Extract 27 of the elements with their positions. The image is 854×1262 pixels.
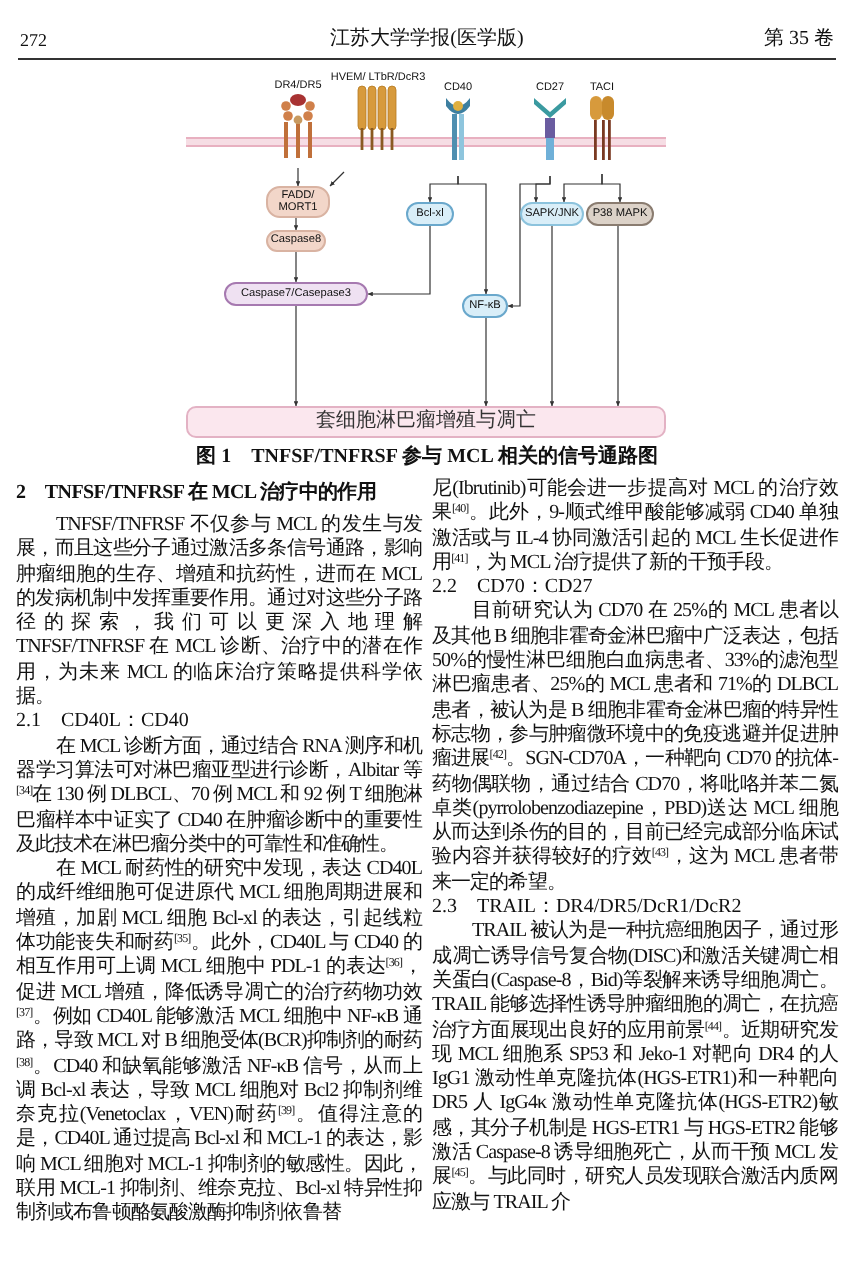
journal-title: 江苏大学学报(医学版) bbox=[330, 28, 524, 52]
arrow bbox=[483, 317, 489, 407]
body-paragraph: 在 MCL 诊断方面，通过结合 RNA 测序和机器学习算法可对淋巴瘤亚型进行诊断，Albitar 等$^{[34]}$在 130 例 DLBCL、70 例 MCL 和 92 例 T 细胞淋巴瘤样本中证实了 CD40 在肿瘤诊断中的重要性及此技术在淋巴瘤分类中的可靠性和准确性。 bbox=[16, 735, 422, 857]
arrow bbox=[457, 175, 489, 295]
body-paragraph: 目前研究认为 CD70 在 25%的 MCL 患者以及其他 B 细胞非霍奇金淋巴瘤中广泛表达，包括 50%的慢性淋巴细胞白血病患者、33%的滤泡型淋巴瘤患者、25%的 MCL 患者和 71%的 DLBCL 患者，被认为是 B 细胞非霍奇金淋巴瘤的特异性标志物，参与肿瘤微环境中的免疫逃避并促进肿瘤进展$^{[42]}$。SGN-CD70A，一种靶向 CD70 的抗体-药物偶联物，通过结合 CD70，将吡咯并苯二氮卓类(pyrrolobenzodiazepine，PBD)送达 MCL 细胞从而达到杀伤的目的，目前已经完成部分临床试验内容并获得较好的疗效$^{[43]}$，这为 MCL 患者带来一定的希望。 bbox=[432, 600, 838, 897]
section-heading: 2 TNFSF/TNFRSF 在 MCL 治疗中的作用 bbox=[16, 482, 379, 506]
arrow bbox=[615, 225, 621, 407]
figure-caption: 图 1 TNFSF/TNFRSF 参与 MCL 相关的信号通路图 bbox=[196, 446, 658, 468]
arrow bbox=[293, 251, 299, 283]
arrow bbox=[293, 217, 299, 231]
body-paragraph: 在 MCL 耐药性的研究中发现，表达 CD40L 的成纤维细胞可促进原代 MCL 细胞周期进展和增殖，加剧 MCL 细胞 Bcl-xl 的表达，引起线粒体功能丧失和耐药$^{[35]}$。此外，CD40L 与 CD40 的相互作用可上调 MCL 细胞中 PDL-1 的表达$^{[36]}$，促进 MCL 增殖，降低诱导凋亡的治疗药物功效$^{[37]}$。例如 CD40L 能够激活 MCL 细胞中 NF-κB 通路，导致 MCL 对 B 细胞受体(BCR)抑制剂的耐药$^{[38]}$。CD40 和缺氧能够激活 NF-κB 信号，从而上调 Bcl-xl 表达，导致 MCL 细胞对 Bcl2 抑制剂维奈克拉(Venetoclax，VEN)耐药$^{[39]}$。值得注意的是，CD40L 通过提高 Bcl-xl 和 MCL-1 的表达，影响 MCL 细胞对 MCL-1 抑制剂的敏感性。因此，联用 MCL-1 抑制剂、维奈克拉、Bcl-xl 特异性抑制剂或布鲁顿酪氨酸激酶抑制剂依鲁替 bbox=[16, 858, 422, 1228]
arrow bbox=[549, 225, 555, 407]
subsection-heading: 2.3 TRAIL：DR4/DR5/DcR1/DcR2 bbox=[432, 896, 744, 919]
body-paragraph: 尼(Ibrutinib)可能会进一步提高对 MCL 的治疗效果$^{[40]}$。此外，9-顺式维甲酸能够减弱 CD40 单独激活或与 IL-4 协同激活引起的 MCL 生长促进作用$^{[41]}$，为 MCL 治疗提供了新的干预手段。 bbox=[432, 478, 838, 577]
body-paragraph: TNFSF/TNFRSF 不仅参与 MCL 的发生与发展，而且这些分子通过激活多条信号通路，影响肿瘤细胞的生存、增殖和抗药性，进而在 MCL 的发病机制中发挥重要作用。通过对这些分子路径的探索，我们可以更深入地理解 TNFSF/TNFRSF 在 MCL 诊断、治疗中的潜在作用，为未来 MCL 的临床治疗策略提供科学依据。 bbox=[16, 514, 422, 711]
arrow bbox=[601, 173, 623, 203]
subsection-heading: 2.2 CD70：CD27 bbox=[432, 576, 595, 599]
arrow bbox=[367, 225, 431, 297]
arrow bbox=[507, 175, 551, 309]
volume-number: 第 35 卷 bbox=[764, 28, 834, 52]
body-paragraph: TRAIL 被认为是一种抗癌细胞因子，通过形成凋亡诱导信号复合物(DISC)和激活关键凋亡相关蛋白(Caspase-8，Bid)等裂解来诱导细胞凋亡。TRAIL 能够选择性诱导肿瘤细胞的凋亡，在抗癌治疗方面展现出良好的应用前景$^{[44]}$。近期研究发现 MCL 细胞系 SP53 和 Jeko-1 对靶向 DR4 的人 IgG1 激动性单克隆抗体(HGS-ETR1)和一种靶向 DR5 人 IgG4κ 激动性单克隆抗体(HGS-ETR2)敏感，其分子机制是 HGS-ETR1 与 HGS-ETR2 能够激活 Caspase-8 诱导细胞死亡，从而干预 MCL 发展$^{[45]}$。与此同时，研究人员发现联合激活内质网应激与 TRAIL 介 bbox=[432, 920, 838, 1216]
arrow bbox=[293, 305, 299, 407]
outcome-box: 套细胞淋巴瘤增殖与凋亡 bbox=[186, 406, 666, 438]
arrow bbox=[295, 167, 301, 187]
subsection-heading: 2.1 CD40L：CD40 bbox=[16, 710, 191, 735]
page-number: 272 bbox=[20, 28, 47, 52]
arrow bbox=[329, 171, 345, 187]
